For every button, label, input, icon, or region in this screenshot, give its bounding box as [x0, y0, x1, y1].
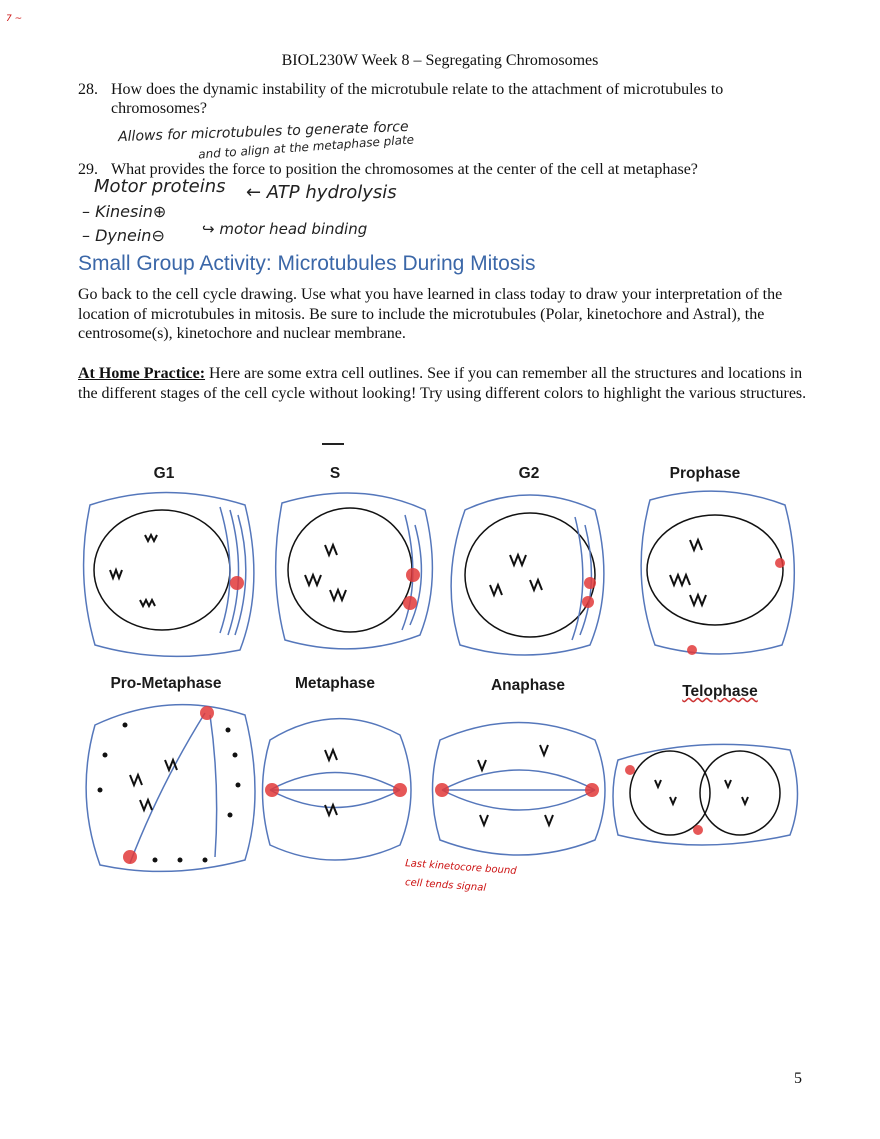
- pen-mark: [322, 443, 344, 445]
- metaphase-cell-outline: [261, 718, 412, 861]
- telophase-nucleus-right: [699, 750, 781, 836]
- corner-mark: 7 ~: [6, 14, 23, 24]
- telophase-nucleus-left: [629, 750, 711, 836]
- telophase-centrosome-b: [693, 825, 703, 835]
- s-cell-outline: [274, 492, 434, 650]
- metaphase-centrosome-a: [265, 783, 279, 797]
- instructions-paragraph: Go back to the cell cycle drawing. Use w…: [78, 286, 783, 342]
- anaphase-spindle: [441, 769, 596, 811]
- anaphase-centrosome-b: [585, 783, 599, 797]
- s-chromosomes: [304, 542, 347, 603]
- prometaphase-membrane-fragment: [202, 857, 208, 863]
- prophase-chromosomes: [669, 537, 707, 608]
- prometaphase-membrane-fragment: [152, 857, 158, 863]
- s-centrosome-a: [406, 568, 420, 582]
- home-practice-text: Here are some extra cell outlines. See i…: [78, 365, 807, 402]
- label-telophase: Telophase: [682, 683, 758, 700]
- prophase-centrosome-a: [775, 558, 785, 568]
- home-practice-label: At Home Practice:: [78, 365, 206, 382]
- telophase-chromosomes: [654, 779, 749, 807]
- answer-29-main: Motor proteins: [94, 176, 226, 197]
- prophase-nucleus: [646, 514, 784, 626]
- g1-chromatin: [109, 532, 158, 609]
- g2-chromosomes: [489, 552, 543, 598]
- page-header: BIOL230W Week 8 – Segregating Chromosome…: [281, 52, 599, 69]
- label-metaphase: Metaphase: [294, 675, 376, 692]
- telophase-cell-outline: [612, 743, 799, 846]
- prometaphase-membrane-fragment: [102, 752, 108, 758]
- prometaphase-membrane-fragment: [225, 727, 231, 733]
- cell-diagrams: [82, 490, 799, 873]
- answer-29-dynein: – Dynein⊖: [82, 226, 165, 245]
- anaphase-centrosome-a: [435, 783, 449, 797]
- g2-centrosome-b: [582, 596, 594, 608]
- answer-29-kinesin: – Kinesin⊕: [82, 202, 167, 221]
- question-text: How does the dynamic instability of the …: [111, 81, 724, 117]
- question-number: 29.: [78, 161, 98, 178]
- answer-29-motor: ↪ motor head binding: [202, 220, 368, 238]
- prometaphase-centrosome-b: [123, 850, 137, 864]
- prophase-cell-outline: [640, 490, 796, 655]
- page-number: 5: [794, 1070, 802, 1087]
- label-prophase: Prophase: [669, 465, 741, 482]
- question-text: What provides the force to position the …: [111, 161, 698, 178]
- question-number: 28.: [78, 81, 98, 98]
- prometaphase-chromosomes: [129, 757, 178, 813]
- home-practice-paragraph: At Home Practice: Here are some extra ce…: [78, 364, 808, 403]
- g1-centrosome: [230, 576, 244, 590]
- prometaphase-membrane-fragment: [235, 782, 241, 788]
- label-g2: G2: [518, 465, 540, 482]
- label-g1: G1: [153, 465, 175, 482]
- prometaphase-membrane-fragment: [122, 722, 128, 728]
- prometaphase-membrane-fragment: [177, 857, 183, 863]
- label-anaphase: Anaphase: [490, 677, 566, 694]
- anaphase-chromosomes: [477, 744, 554, 828]
- g2-cell-outline: [450, 494, 605, 656]
- s-nucleus: [287, 507, 413, 633]
- g2-nucleus: [464, 512, 596, 638]
- prometaphase-membrane-fragment: [232, 752, 238, 758]
- label-s: S: [329, 465, 341, 482]
- metaphase-spindle: [269, 771, 401, 809]
- s-centrosome-b: [403, 596, 417, 610]
- prometaphase-membrane-fragment: [97, 787, 103, 793]
- prometaphase-centrosome-a: [200, 706, 214, 720]
- prophase-centrosome-b: [687, 645, 697, 655]
- prometaphase-membrane-fragment: [227, 812, 233, 818]
- anaphase-cell-outline: [431, 721, 606, 856]
- g1-nucleus: [93, 509, 231, 631]
- g2-centrosome-a: [584, 577, 596, 589]
- label-prometaphase: Pro-Metaphase: [110, 675, 222, 692]
- prometaphase-cell-outline: [85, 703, 256, 873]
- g1-cell-outline: [82, 491, 255, 658]
- prometaphase-spindle: [129, 712, 218, 864]
- metaphase-chromosomes: [324, 747, 338, 818]
- g1-astral: [219, 506, 247, 636]
- answer-29-atp: ← ATP hydrolysis: [246, 182, 397, 203]
- metaphase-centrosome-b: [393, 783, 407, 797]
- section-title: Small Group Activity: Microtubules Durin…: [78, 252, 536, 275]
- telophase-centrosome-a: [625, 765, 635, 775]
